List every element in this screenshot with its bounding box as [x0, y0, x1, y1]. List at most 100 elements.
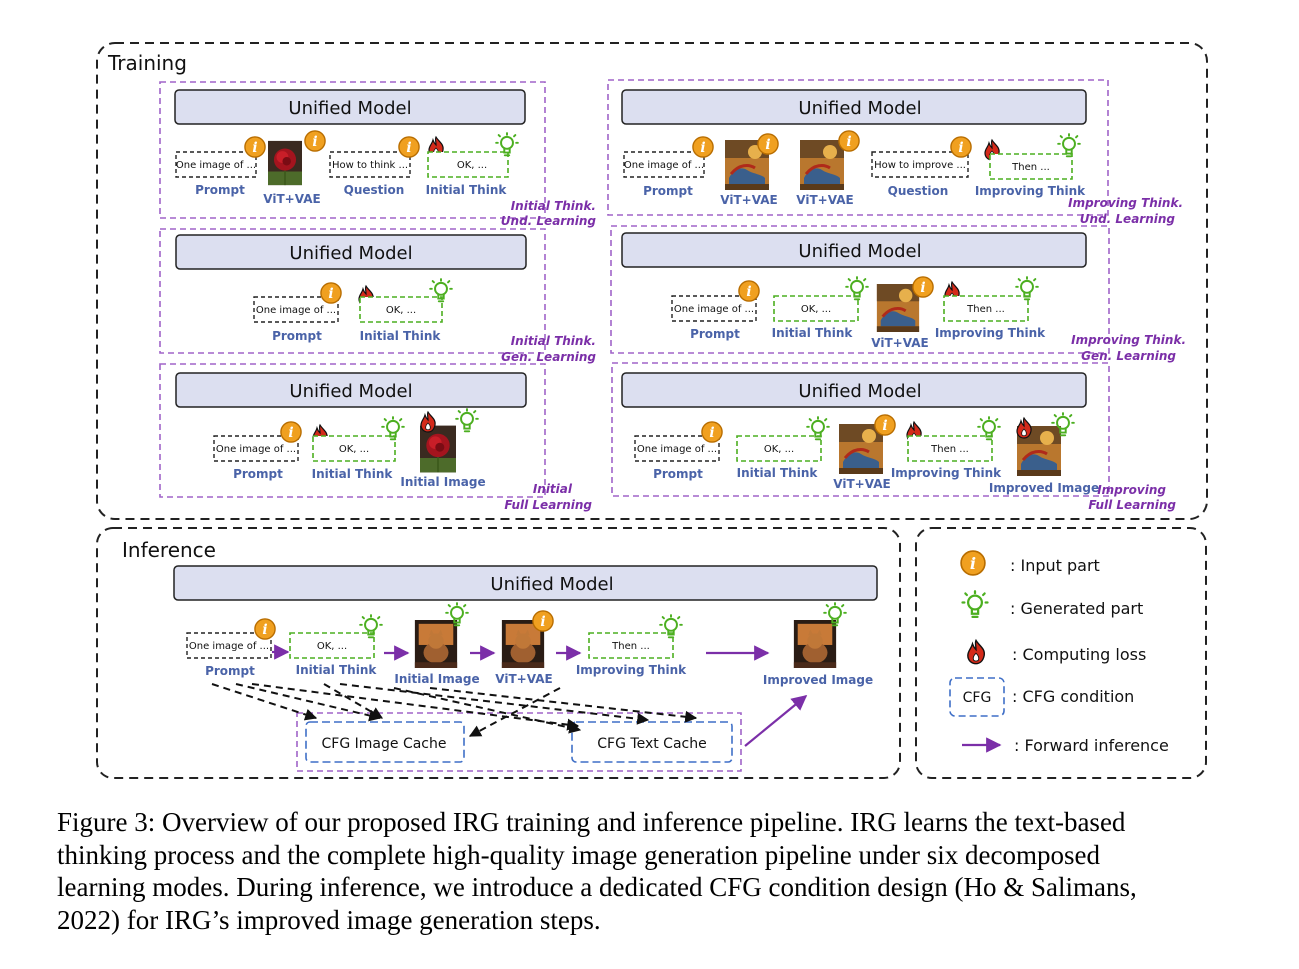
flame-icon [420, 411, 436, 433]
improving-think-text: Then ... [1011, 162, 1050, 173]
vitvae-label: ViT+VAE [796, 193, 853, 207]
legend-cfg-box [949, 677, 1005, 717]
prompt-box-text: One image of ... [637, 444, 717, 455]
improving-think-text: Then ... [966, 304, 1005, 315]
info-icon [692, 136, 714, 158]
panel-frame [159, 363, 546, 498]
initial-image-label: Initial Image [400, 475, 485, 489]
vitvae-label: ViT+VAE [871, 336, 928, 350]
initial-think-text: OK, ... [457, 160, 487, 171]
mode-label-line2: Gen. Learning [501, 350, 596, 364]
prompt-box-text: One image of ... [674, 304, 754, 315]
improving-think-label: Improving Think [576, 663, 687, 677]
cat-image [793, 620, 837, 668]
info-icon [950, 136, 972, 158]
prompt-label: Prompt [272, 329, 322, 343]
initial-think-label: Initial Think [737, 466, 819, 480]
caption-line-4: 2022) for IRG’s improved image generatio… [57, 904, 601, 935]
initial-think-label: Initial Think [312, 467, 394, 481]
info-icon [280, 421, 302, 443]
initial-think-box [289, 632, 375, 659]
inference-frame [96, 527, 901, 779]
cfg-arrow [211, 683, 318, 721]
prompt-box [623, 151, 705, 178]
info-icon [532, 610, 554, 632]
prompt-box-text: One image of ... [256, 305, 336, 316]
prompt-label: Prompt [195, 183, 245, 197]
unified-model-label: Unified Model [289, 381, 412, 402]
legend-cfg-text: CFG [963, 690, 992, 706]
legend-cfg-condition: : CFG condition [1012, 687, 1134, 706]
question-box-text: How to improve ... [874, 160, 966, 171]
initial-think-label: Initial Think [772, 326, 854, 340]
prompt-label: Prompt [643, 184, 693, 198]
improving-think-box [907, 435, 993, 462]
improved-image-label: Improved Image [763, 673, 873, 687]
cfg-image-cache-label: CFG Image Cache [322, 736, 447, 752]
legend-generated-part: : Generated part [1010, 599, 1143, 618]
prompt-label: Prompt [690, 327, 740, 341]
cfg-text-cache-box [571, 721, 733, 763]
mode-label-line1: Initial Think. [511, 199, 596, 213]
info-icon [960, 550, 986, 576]
prompt-box-text: One image of ... [176, 160, 256, 171]
initial-think-label: Initial Think [296, 663, 378, 677]
cfg-arrow [429, 687, 698, 723]
unified-model-label: Unified Model [798, 381, 921, 402]
caption-line-2: thinking process and the complete high-q… [57, 839, 1100, 870]
bulb-icon [495, 132, 519, 157]
vitvae-label: ViT+VAE [720, 193, 777, 207]
mode-label-line2: Full Learning [1088, 498, 1176, 512]
bulb-icon [961, 590, 989, 618]
cfg-arrow [393, 687, 582, 734]
panel-improving-think-gen: Unified Model One image of ... Prompt OK… [610, 225, 1186, 363]
panel-improving-full: Unified Model One image of ... Prompt OK… [611, 362, 1176, 512]
cfg-text-cache-label: CFG Text Cache [597, 736, 706, 752]
unified-model-box [175, 234, 527, 270]
cfg-arrow [339, 683, 650, 725]
unified-model-box [173, 565, 878, 601]
unified-model-label: Unified Model [289, 243, 412, 264]
legend-frame [915, 527, 1207, 779]
info-icon [244, 136, 266, 158]
initial-think-box [736, 435, 822, 462]
improving-think-box [943, 295, 1029, 322]
legend-forward-inference: : Forward inference [1014, 736, 1169, 755]
unified-model-box [621, 372, 1087, 408]
initial-think-box [427, 151, 509, 178]
initial-think-box [312, 435, 396, 462]
initial-image-label: Initial Image [394, 672, 479, 686]
panel-initial-full: Unified Model One image of ... Prompt OK… [159, 363, 592, 512]
prompt-label: Prompt [233, 467, 283, 481]
initial-think-text: OK, ... [801, 304, 831, 315]
initial-think-label: Initial Think [360, 329, 442, 343]
improving-think-text: Then ... [930, 444, 969, 455]
prompt-box-text: One image of ... [189, 641, 269, 652]
info-icon [838, 130, 860, 152]
cfg-image-cache-box [305, 721, 465, 763]
improving-think-box [588, 632, 674, 659]
panel-frame [159, 228, 546, 354]
prompt-box-text: One image of ... [216, 444, 296, 455]
shoe-image [876, 284, 920, 332]
prompt-label: Prompt [653, 467, 703, 481]
mode-label-line2: Gen. Learning [1081, 349, 1176, 363]
improving-think-text: Then ... [611, 641, 650, 652]
question-box [329, 151, 411, 178]
initial-think-label: Initial Think [426, 183, 508, 197]
improving-think-label: Improving Think [935, 326, 1046, 340]
unified-model-label: Unified Model [798, 98, 921, 119]
rose-image [420, 424, 456, 474]
shoe-image [800, 140, 844, 190]
info-icon [738, 280, 760, 302]
info-icon [304, 130, 326, 152]
initial-think-text: OK, ... [386, 305, 416, 316]
training-frame [96, 42, 1208, 520]
shoe-image [838, 424, 884, 474]
initial-think-box [359, 296, 443, 323]
info-icon [912, 276, 934, 298]
unified-model-label: Unified Model [490, 574, 613, 595]
inference-title: Inference [122, 538, 216, 562]
unified-model-box [174, 89, 526, 125]
figure-caption: Figure 3: Overview of our proposed IRG t… [57, 806, 1257, 936]
